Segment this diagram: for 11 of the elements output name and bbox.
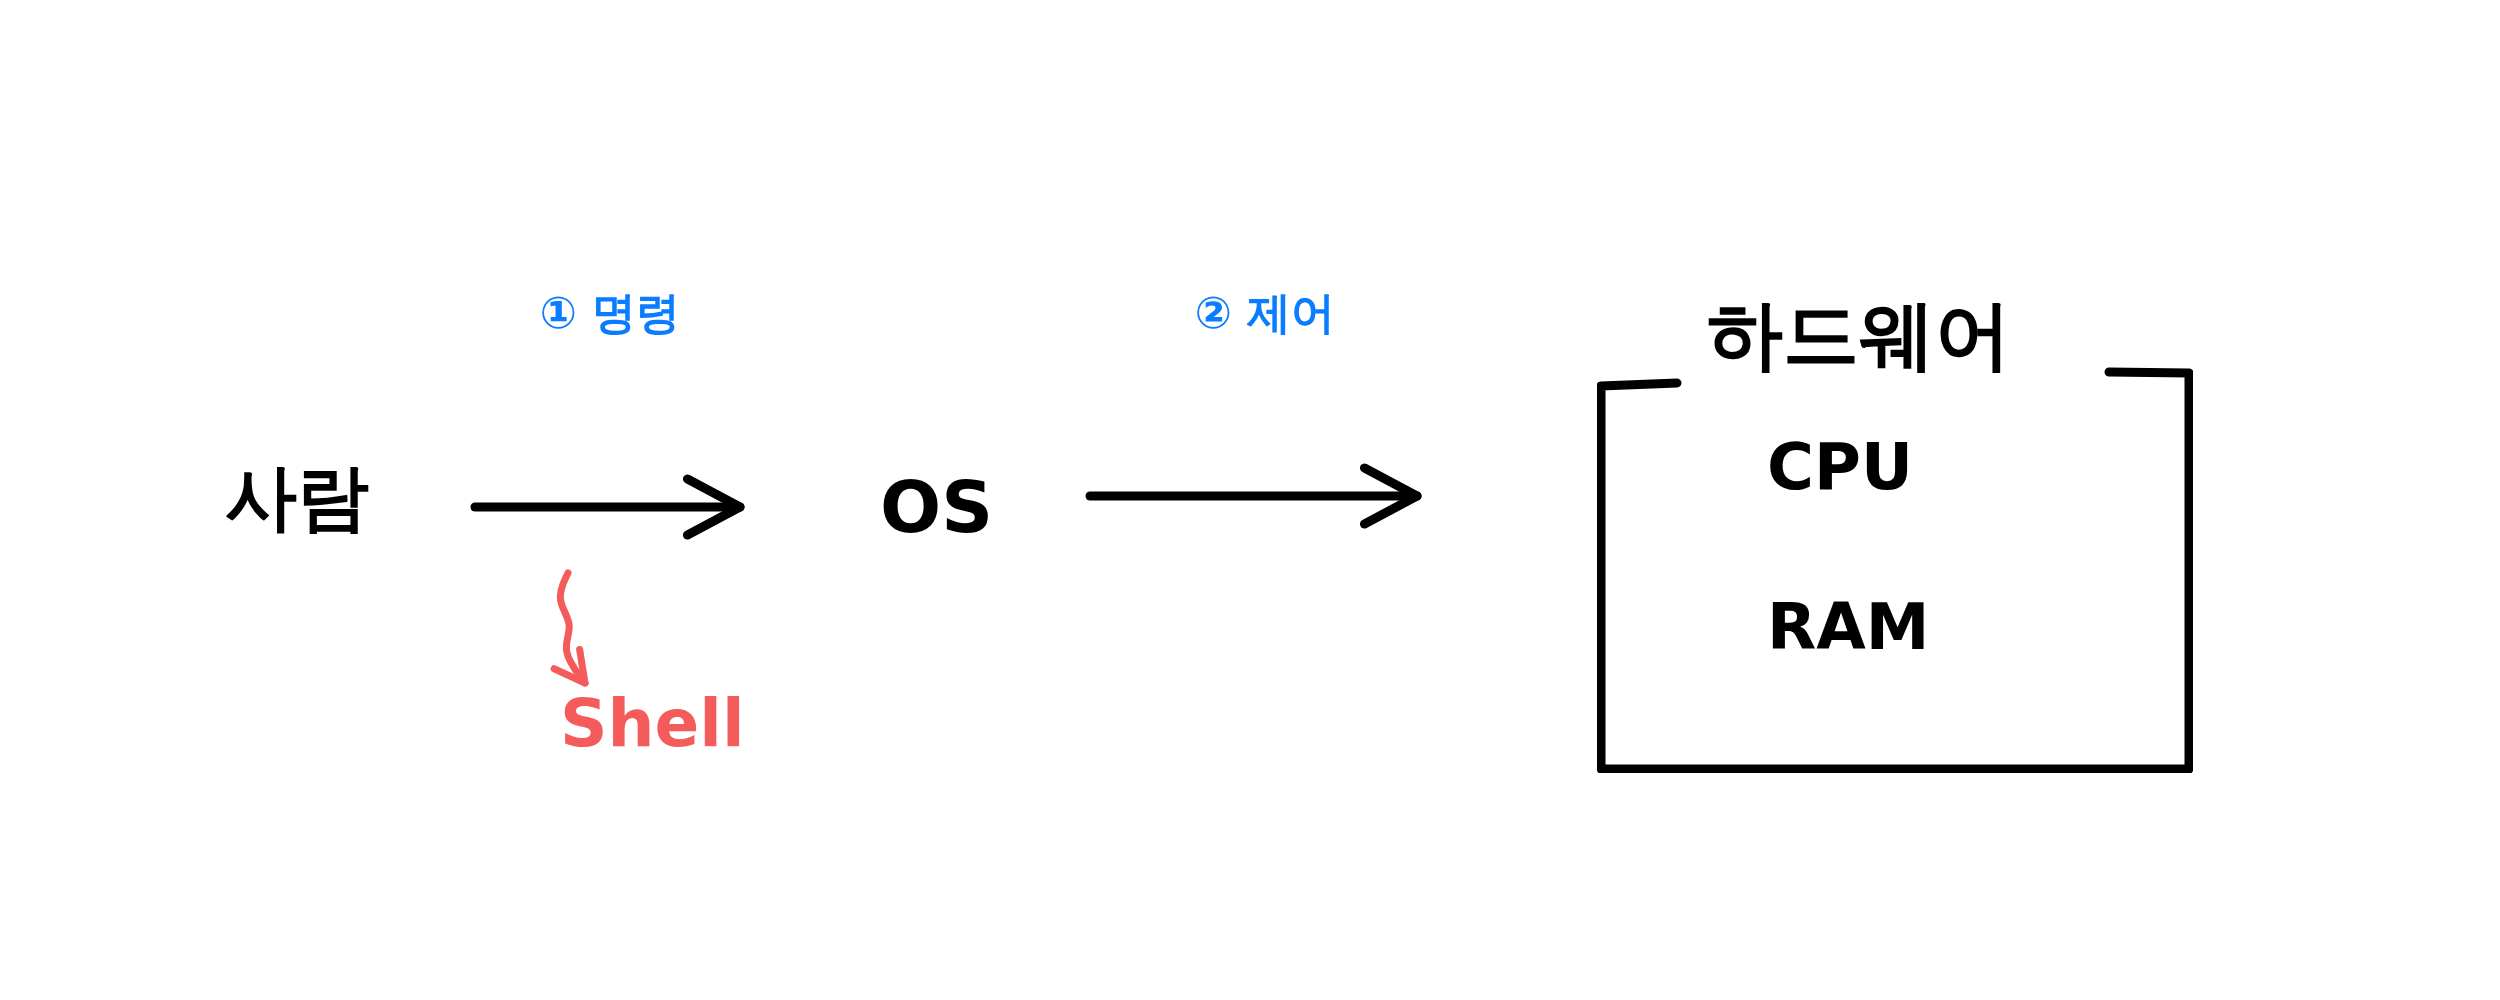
arrow <box>470 474 745 540</box>
edge-label: ① 명령 <box>538 286 682 340</box>
node-label: OS <box>880 465 994 549</box>
component-label: RAM <box>1767 590 1930 664</box>
arrow <box>1085 463 1422 529</box>
frame-title: 하드웨어 <box>1707 289 2011 381</box>
component-label: CPU <box>1767 430 1913 504</box>
leader-arrow <box>550 569 589 687</box>
shell-label: Shell <box>560 685 745 762</box>
node-label: 사람 <box>225 454 369 541</box>
edge-label: ② 제어 <box>1193 286 1337 340</box>
